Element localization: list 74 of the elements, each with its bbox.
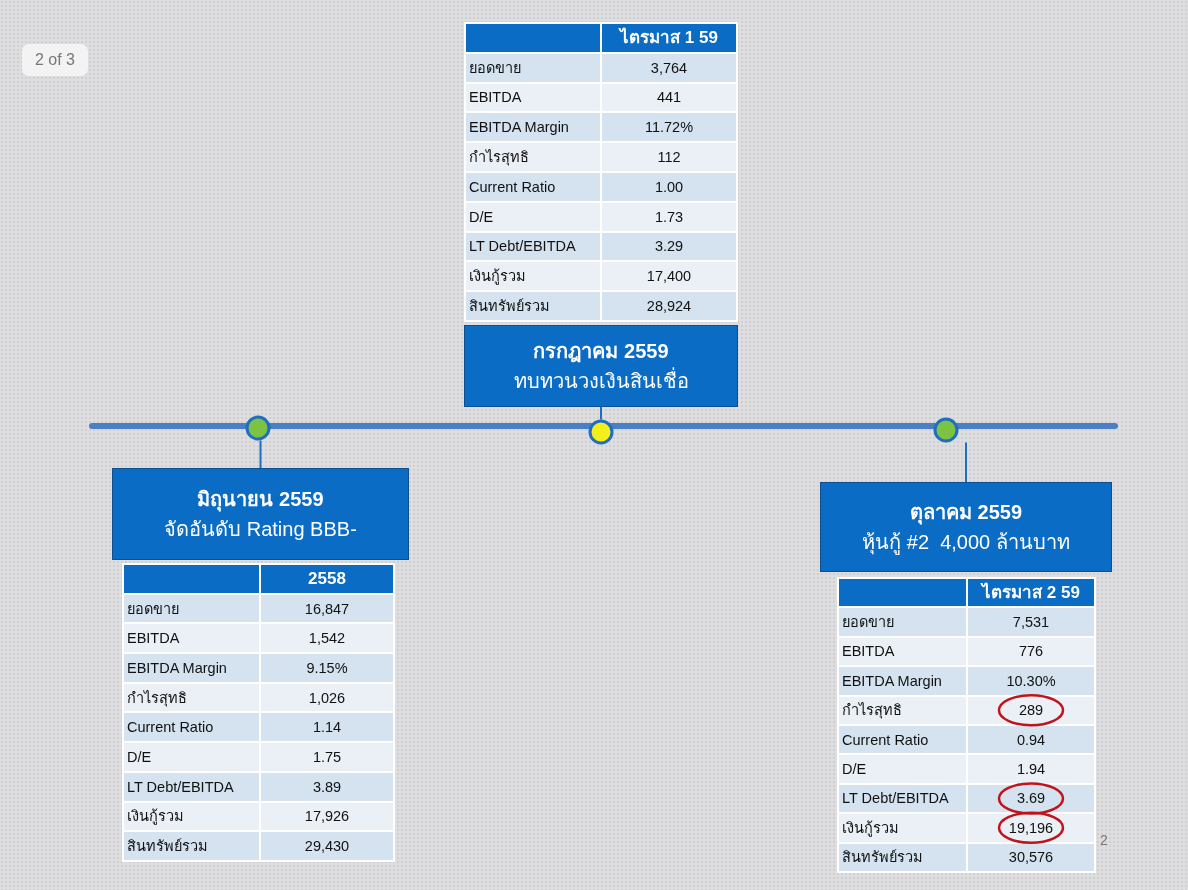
row-label-cell: Current Ratio <box>838 724 967 755</box>
row-label-cell: EBITDA <box>465 82 601 113</box>
row-label-cell: เงินกู้รวม <box>123 801 260 832</box>
row-label-cell: Current Ratio <box>123 712 260 743</box>
timeline-dot <box>588 419 614 445</box>
value-cell: 1.14 <box>260 712 394 743</box>
row-label-cell: สินทรัพย์รวม <box>465 291 601 321</box>
value-cell: 7,531 <box>967 607 1095 637</box>
value-cell: 16,847 <box>260 593 394 624</box>
row-label-cell: EBITDA <box>123 623 260 654</box>
connector-line <box>965 441 967 483</box>
connector-line <box>259 439 262 469</box>
row-label-cell: EBITDA Margin <box>465 112 601 143</box>
row-label-cell: เงินกู้รวม <box>838 813 967 843</box>
row-label-cell: EBITDA Margin <box>123 653 260 683</box>
row-label-cell: EBITDA Margin <box>838 666 967 696</box>
row-label-cell: D/E <box>123 742 260 772</box>
page-number: 2 <box>1100 832 1109 850</box>
event-date: ตุลาคม 2559 <box>908 500 1024 527</box>
value-cell: 112 <box>601 142 737 172</box>
row-label-cell: เงินกู้รวม <box>465 261 601 292</box>
row-label-cell: D/E <box>838 754 967 784</box>
data-table <box>837 577 1096 873</box>
row-label-cell: LT Debt/EBITDA <box>838 783 967 814</box>
event-box <box>112 468 409 560</box>
event-date: กรกฎาคม 2559 <box>532 339 670 365</box>
value-cell: 3.29 <box>601 231 737 262</box>
value-cell: 29,430 <box>260 831 394 861</box>
value-cell: 441 <box>601 82 737 113</box>
row-label-cell: Current Ratio <box>465 172 601 202</box>
event-description: หุ้นกู้ #2 4,000 ล้านบาท <box>861 530 1071 557</box>
header-cell: 2558 <box>260 564 394 594</box>
data-table <box>122 563 395 862</box>
row-label-cell: สินทรัพย์รวม <box>838 842 967 872</box>
row-label-cell: ยอดขาย <box>838 607 967 637</box>
value-cell: 3.89 <box>260 771 394 802</box>
header-cell: ไตรมาส 1 59 <box>601 23 737 53</box>
value-cell: 30,576 <box>967 842 1095 872</box>
row-label-cell: ยอดขาย <box>465 52 601 83</box>
row-label-cell: LT Debt/EBITDA <box>123 771 260 802</box>
row-label-cell: กำไรสุทธิ <box>465 142 601 172</box>
row-label-cell: กำไรสุทธิ <box>123 682 260 713</box>
value-cell: 1.94 <box>967 754 1095 784</box>
event-description: จัดอันดับ Rating BBB- <box>163 517 358 542</box>
value-cell: 3,764 <box>601 52 737 83</box>
event-box <box>464 325 738 407</box>
value-cell: 0.94 <box>967 724 1095 755</box>
data-table <box>464 22 738 322</box>
timeline-dot <box>933 417 959 443</box>
value-cell: 17,926 <box>260 801 394 832</box>
event-date: มิถุนายน 2559 <box>196 487 325 514</box>
row-label-cell: EBITDA <box>838 636 967 667</box>
connector-line <box>600 406 602 421</box>
value-cell: 9.15% <box>260 653 394 683</box>
row-label-cell: สินทรัพย์รวม <box>123 831 260 861</box>
value-cell: 11.72% <box>601 112 737 143</box>
value-cell: 1.73 <box>601 201 737 232</box>
event-description: ทบทวนวงเงินสินเชื่อ <box>465 366 737 396</box>
value-cell: 776 <box>967 636 1095 667</box>
timeline-dot <box>245 415 271 441</box>
value-cell: 1,026 <box>260 682 394 713</box>
row-label-cell: ยอดขาย <box>123 593 260 624</box>
value-cell: 10.30% <box>967 666 1095 696</box>
row-label-cell: D/E <box>465 201 601 232</box>
value-cell: 1.75 <box>260 742 394 772</box>
header-cell: ไตรมาส 2 59 <box>967 578 1095 608</box>
row-label-cell: กำไรสุทธิ <box>838 695 967 725</box>
row-label-cell: LT Debt/EBITDA <box>465 231 601 262</box>
value-cell: 17,400 <box>601 261 737 292</box>
value-cell: 1,542 <box>260 623 394 654</box>
value-cell: 1.00 <box>601 172 737 202</box>
event-box <box>820 482 1112 572</box>
page-indicator: 2 of 3 <box>22 44 88 76</box>
value-cell: 28,924 <box>601 291 737 321</box>
